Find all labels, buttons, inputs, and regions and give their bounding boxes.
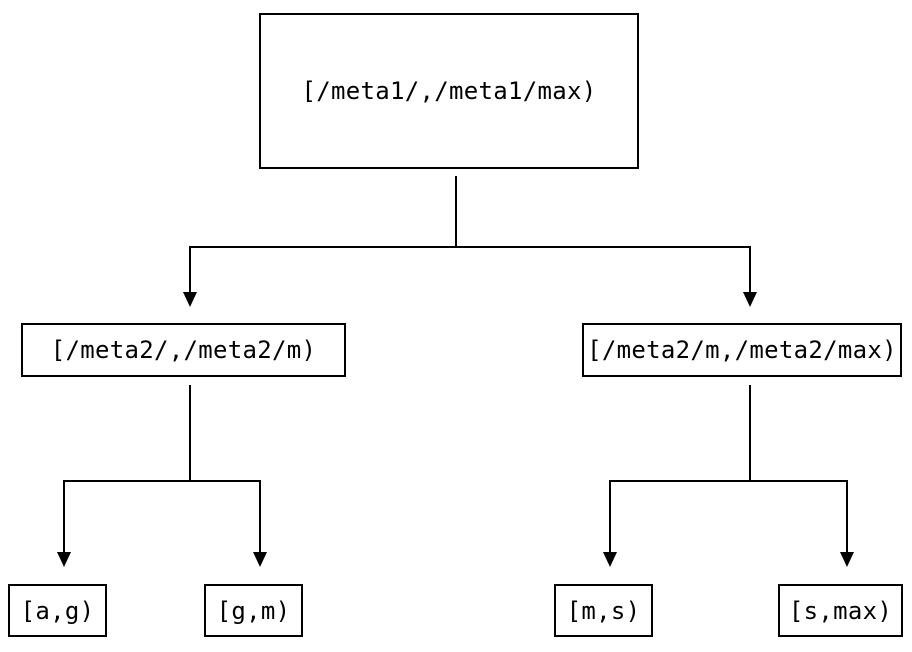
arrowhead-down-icon bbox=[253, 552, 267, 567]
node-leaf-gm: [g,m) bbox=[204, 584, 303, 637]
node-label: [m,s) bbox=[566, 596, 641, 625]
edge-left-branch bbox=[63, 480, 261, 552]
node-label: [/meta2/,/meta2/m) bbox=[50, 336, 317, 364]
edge-root-branch bbox=[189, 246, 751, 292]
node-meta2-right: [/meta2/m,/meta2/max) bbox=[582, 323, 902, 377]
arrowhead-down-icon bbox=[57, 552, 71, 567]
edge-right-branch bbox=[609, 480, 848, 552]
arrowhead-down-icon bbox=[183, 292, 197, 307]
node-label: [s,max) bbox=[788, 596, 893, 625]
arrowhead-down-icon bbox=[603, 552, 617, 567]
arrowhead-down-icon bbox=[743, 292, 757, 307]
node-label: [/meta1/,/meta1/max) bbox=[301, 77, 597, 105]
node-meta2-left: [/meta2/,/meta2/m) bbox=[21, 323, 346, 377]
node-root: [/meta1/,/meta1/max) bbox=[259, 13, 639, 169]
arrowhead-down-icon bbox=[840, 552, 854, 567]
node-label: [g,m) bbox=[216, 596, 291, 625]
node-leaf-ag: [a,g) bbox=[8, 584, 107, 637]
node-leaf-ms: [m,s) bbox=[554, 584, 653, 637]
node-leaf-smax: [s,max) bbox=[778, 584, 903, 637]
node-label: [/meta2/m,/meta2/max) bbox=[587, 336, 897, 364]
node-label: [a,g) bbox=[20, 596, 95, 625]
